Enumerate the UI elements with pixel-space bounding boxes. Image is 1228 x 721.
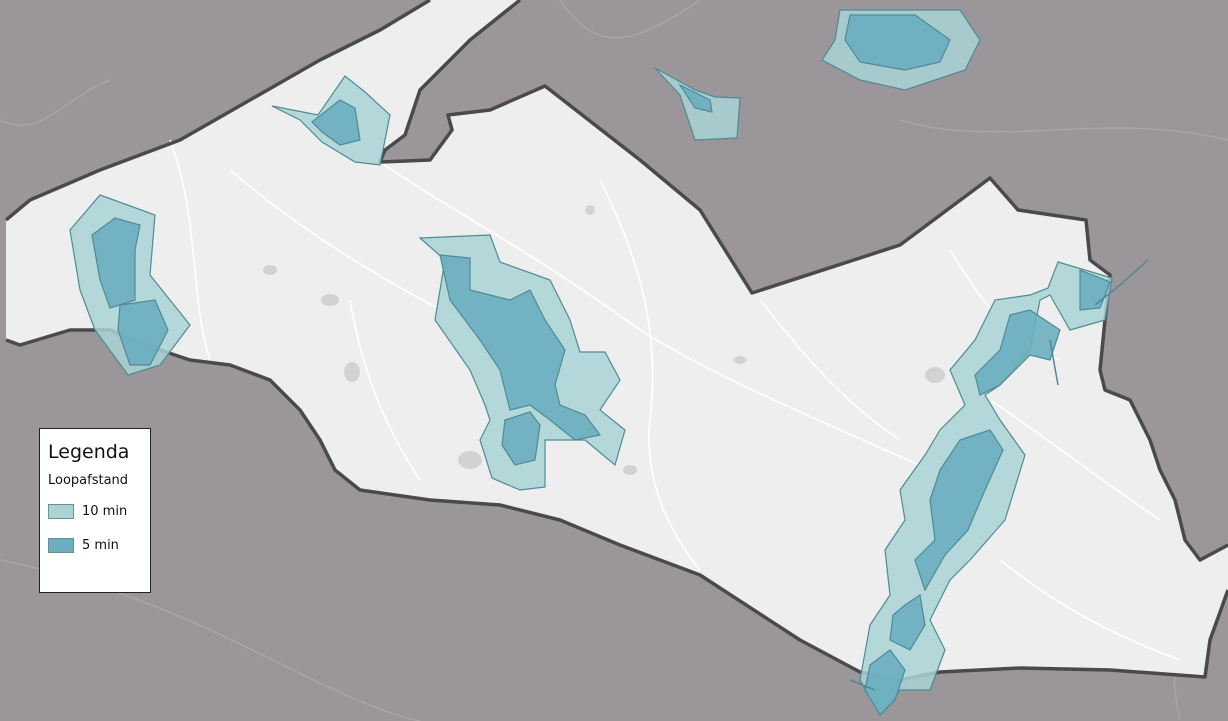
zone-5min-north [311, 99, 361, 146]
zone-5min-small-north [678, 83, 713, 113]
zone-5min-center-b [501, 411, 541, 466]
legend-swatch-10min [48, 503, 74, 519]
zone-5min-east-e [864, 649, 906, 716]
legend-item-5min: 5 min [48, 535, 150, 555]
zone-5min-east-c [914, 429, 1004, 592]
zone-5min-east-a [1079, 269, 1111, 311]
inside-roads [169, 139, 1181, 661]
legend-subtitle: Loopafstand [48, 473, 129, 488]
map-legend: Legenda Loopafstand 10 min 5 min [39, 428, 151, 593]
legend-label-5min: 5 min [82, 537, 119, 553]
zone-5min-west-b [117, 299, 169, 366]
legend-swatch-5min [48, 537, 74, 553]
zone-5min-east-d [889, 593, 926, 651]
legend-label-10min: 10 min [82, 503, 128, 519]
zone-5min-northeast-lake [844, 14, 951, 71]
legend-item-10min: 10 min [48, 501, 150, 521]
zone-5min-center-a [439, 254, 602, 441]
zone-5min-east-b [974, 309, 1061, 396]
zones-5min [91, 14, 1111, 716]
zone-5min-west-a [91, 217, 141, 309]
zone-spurs [849, 259, 1149, 691]
legend-title: Legenda [48, 441, 130, 463]
builtup-patches [263, 205, 945, 475]
